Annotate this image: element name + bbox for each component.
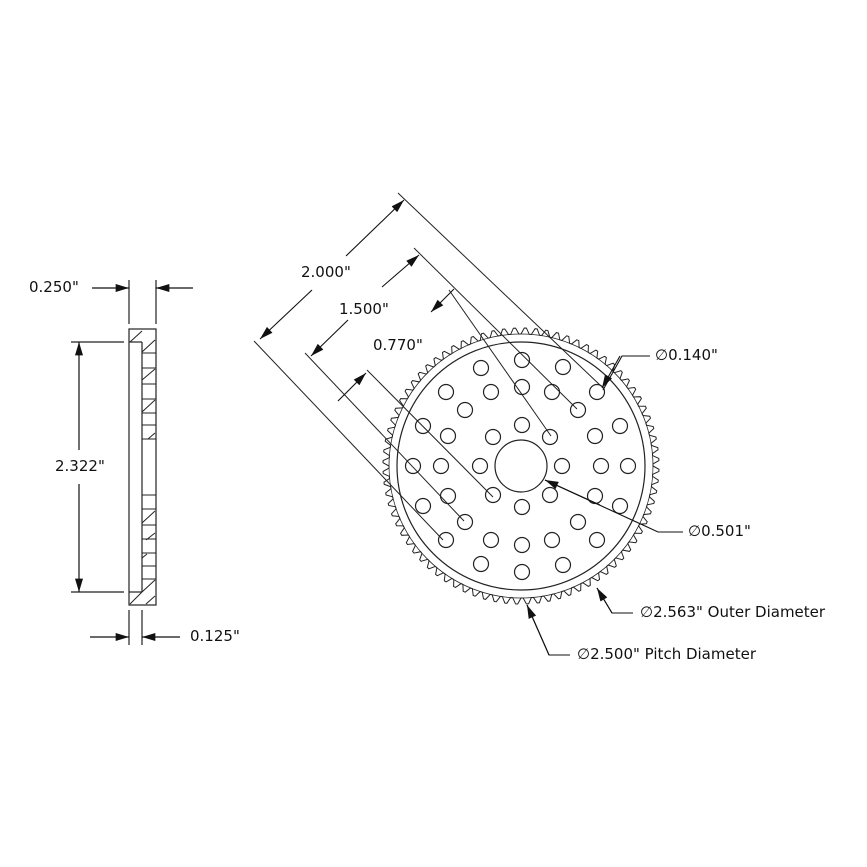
hole xyxy=(482,531,500,549)
hole xyxy=(611,497,629,515)
hole xyxy=(513,498,531,516)
hole xyxy=(586,427,604,445)
hole-diameter-label: ∅0.140" xyxy=(655,346,718,364)
hole xyxy=(554,358,572,376)
hole xyxy=(513,563,531,581)
center-bore xyxy=(494,439,548,493)
hole xyxy=(472,555,490,573)
hole xyxy=(484,486,502,504)
bolt-circle-2000-label: 2.000" xyxy=(301,263,351,281)
height-label: 2.322" xyxy=(55,457,105,475)
hole xyxy=(439,427,457,445)
hole xyxy=(592,457,610,475)
bolt-circle-1500-label: 1.500" xyxy=(339,300,389,318)
leader-lines xyxy=(526,355,683,656)
hole xyxy=(484,428,502,446)
bore-diameter-label: ∅0.501" xyxy=(688,522,751,540)
hole xyxy=(437,383,455,401)
hole xyxy=(432,457,450,475)
thickness-label: 0.250" xyxy=(29,278,79,296)
inner-ring xyxy=(396,341,646,591)
hole xyxy=(541,428,559,446)
lightening-holes xyxy=(404,351,637,581)
hole xyxy=(541,486,559,504)
root-circle xyxy=(388,333,654,599)
hole xyxy=(456,513,474,531)
bolt-circle-0770-label: 0.770" xyxy=(373,336,423,354)
hole xyxy=(543,531,561,549)
hole xyxy=(471,457,489,475)
pitch-diameter-label: ∅2.500" Pitch Diameter xyxy=(577,645,756,663)
hole xyxy=(611,417,629,435)
front-extension-lines xyxy=(253,192,602,541)
hole xyxy=(569,513,587,531)
gear-front-view xyxy=(382,327,660,605)
hole xyxy=(456,401,474,419)
hole xyxy=(553,457,571,475)
hole xyxy=(619,457,637,475)
hole xyxy=(482,383,500,401)
hole xyxy=(554,556,572,574)
hole xyxy=(472,359,490,377)
hole xyxy=(414,497,432,515)
hole xyxy=(588,531,606,549)
hole xyxy=(543,383,561,401)
hole xyxy=(404,457,422,475)
hole xyxy=(588,383,606,401)
hole xyxy=(437,531,455,549)
front-dimension-arrows xyxy=(259,199,455,402)
hole xyxy=(513,536,531,554)
hub-thickness-label: 0.125" xyxy=(190,627,240,645)
hole xyxy=(569,401,587,419)
hole xyxy=(513,416,531,434)
gear-teeth xyxy=(382,327,660,605)
hole xyxy=(513,351,531,369)
hole xyxy=(439,487,457,505)
hole xyxy=(586,487,604,505)
side-dimension-arrows xyxy=(75,284,193,641)
outer-diameter-label: ∅2.563" Outer Diameter xyxy=(640,603,826,621)
hole xyxy=(414,417,432,435)
